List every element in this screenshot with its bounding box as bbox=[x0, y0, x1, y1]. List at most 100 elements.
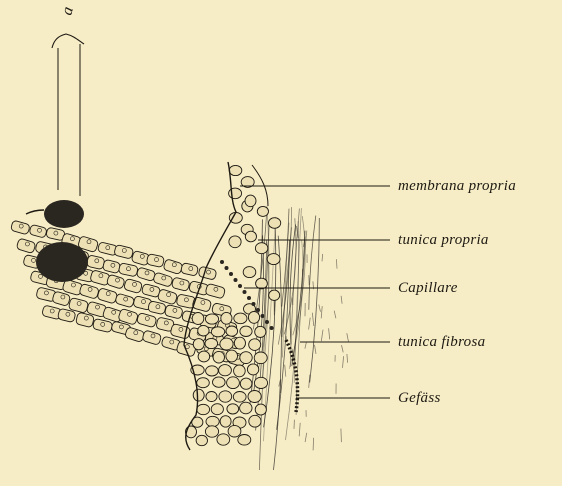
capillary-dot bbox=[234, 278, 238, 282]
round-cell bbox=[197, 378, 210, 388]
epithelial-cell bbox=[136, 267, 156, 282]
round-cell bbox=[193, 339, 204, 350]
round-cell bbox=[249, 415, 261, 427]
round-cell bbox=[254, 377, 267, 388]
round-cell bbox=[229, 165, 242, 175]
epithelial-cell bbox=[198, 266, 217, 280]
marker-lines bbox=[58, 44, 80, 196]
round-cell bbox=[245, 231, 256, 242]
round-cell bbox=[205, 426, 218, 437]
round-cell bbox=[234, 337, 245, 349]
fiber-dash bbox=[341, 429, 342, 443]
round-cell bbox=[248, 391, 261, 403]
capillary-dot bbox=[247, 296, 251, 300]
fiber-dash bbox=[347, 354, 348, 363]
epithelial-cell bbox=[97, 288, 118, 304]
tunica-propria-label: tunica propria bbox=[398, 232, 489, 249]
round-cell bbox=[233, 392, 246, 403]
round-cell bbox=[227, 404, 239, 414]
fiber-dash bbox=[309, 318, 311, 330]
epithelial-cell bbox=[181, 263, 199, 277]
capillary-dot bbox=[270, 326, 274, 330]
round-cell bbox=[267, 254, 280, 265]
round-cell bbox=[240, 352, 252, 364]
round-cell bbox=[211, 404, 223, 415]
round-cell bbox=[217, 434, 230, 445]
epithelial-cell bbox=[10, 220, 30, 235]
round-cell bbox=[234, 365, 246, 377]
fiber-dash bbox=[321, 330, 323, 342]
fiber-dash bbox=[334, 311, 336, 319]
round-cell bbox=[249, 339, 261, 351]
epithelial-cell bbox=[141, 283, 160, 297]
capillary-dot bbox=[252, 302, 256, 306]
fiber-dash bbox=[305, 342, 307, 349]
round-cell bbox=[245, 195, 256, 207]
round-cell bbox=[254, 352, 267, 364]
round-cell bbox=[227, 377, 240, 389]
dark-cell-process bbox=[26, 210, 44, 214]
round-cell bbox=[206, 392, 217, 402]
round-cell bbox=[255, 404, 266, 415]
round-cell bbox=[238, 435, 251, 446]
round-cell bbox=[248, 312, 259, 324]
round-cell bbox=[198, 351, 210, 362]
round-cell bbox=[240, 378, 252, 389]
epithelial-cell bbox=[118, 263, 138, 277]
round-cell bbox=[211, 327, 224, 337]
round-cell bbox=[243, 267, 256, 278]
round-cell bbox=[240, 402, 252, 414]
round-cell bbox=[240, 326, 252, 336]
fiber-dash bbox=[313, 438, 314, 451]
round-cell bbox=[226, 350, 238, 362]
epithelial-cell bbox=[146, 254, 164, 268]
epithelial-cell bbox=[163, 259, 183, 275]
round-cell bbox=[206, 416, 219, 426]
round-cell bbox=[255, 326, 266, 337]
epithelial-cell bbox=[92, 318, 112, 332]
round-cell bbox=[192, 313, 204, 325]
dark-cell-upper bbox=[44, 200, 84, 228]
round-cell bbox=[206, 366, 219, 376]
fiber-dash bbox=[305, 433, 307, 442]
round-cell bbox=[256, 278, 268, 289]
round-cell bbox=[221, 312, 232, 324]
capillary-dot bbox=[225, 266, 229, 270]
round-cell bbox=[269, 290, 280, 300]
membrana-propria-label: membrana propria bbox=[398, 178, 516, 195]
fiber-dash bbox=[336, 259, 337, 268]
round-cell bbox=[220, 338, 233, 350]
round-cell bbox=[219, 365, 232, 376]
round-cell bbox=[234, 313, 247, 324]
fiber-strand bbox=[274, 236, 282, 470]
round-cell bbox=[229, 236, 241, 248]
fiber-dash bbox=[341, 296, 342, 304]
round-cell bbox=[205, 338, 218, 348]
round-cell bbox=[255, 243, 267, 254]
fiber-dash bbox=[329, 328, 330, 339]
fiber-dash bbox=[343, 356, 344, 368]
capillare-label: Capillare bbox=[398, 280, 458, 297]
capillary-dot bbox=[256, 308, 260, 312]
epithelial-cell bbox=[157, 289, 178, 305]
capillary-dot bbox=[265, 320, 269, 324]
fiber-dash bbox=[347, 333, 349, 342]
fiber-strand bbox=[309, 216, 316, 310]
round-cell bbox=[220, 416, 231, 427]
fiber-dash bbox=[321, 306, 322, 318]
round-cell bbox=[229, 188, 242, 199]
fiber-dash bbox=[342, 345, 344, 352]
capillary-dot bbox=[261, 314, 265, 318]
epithelial-cell bbox=[52, 291, 71, 306]
fiber-dash bbox=[309, 375, 310, 388]
fiber-dash bbox=[315, 345, 317, 354]
fiber-dash bbox=[312, 313, 314, 326]
epithelial-cell bbox=[106, 274, 125, 289]
epithelial-cell bbox=[115, 293, 135, 308]
round-cell bbox=[219, 391, 232, 402]
capillary-dot bbox=[229, 272, 233, 276]
round-cell bbox=[205, 314, 218, 324]
fiber-dash bbox=[319, 305, 321, 312]
epithelial-cell bbox=[148, 301, 167, 315]
